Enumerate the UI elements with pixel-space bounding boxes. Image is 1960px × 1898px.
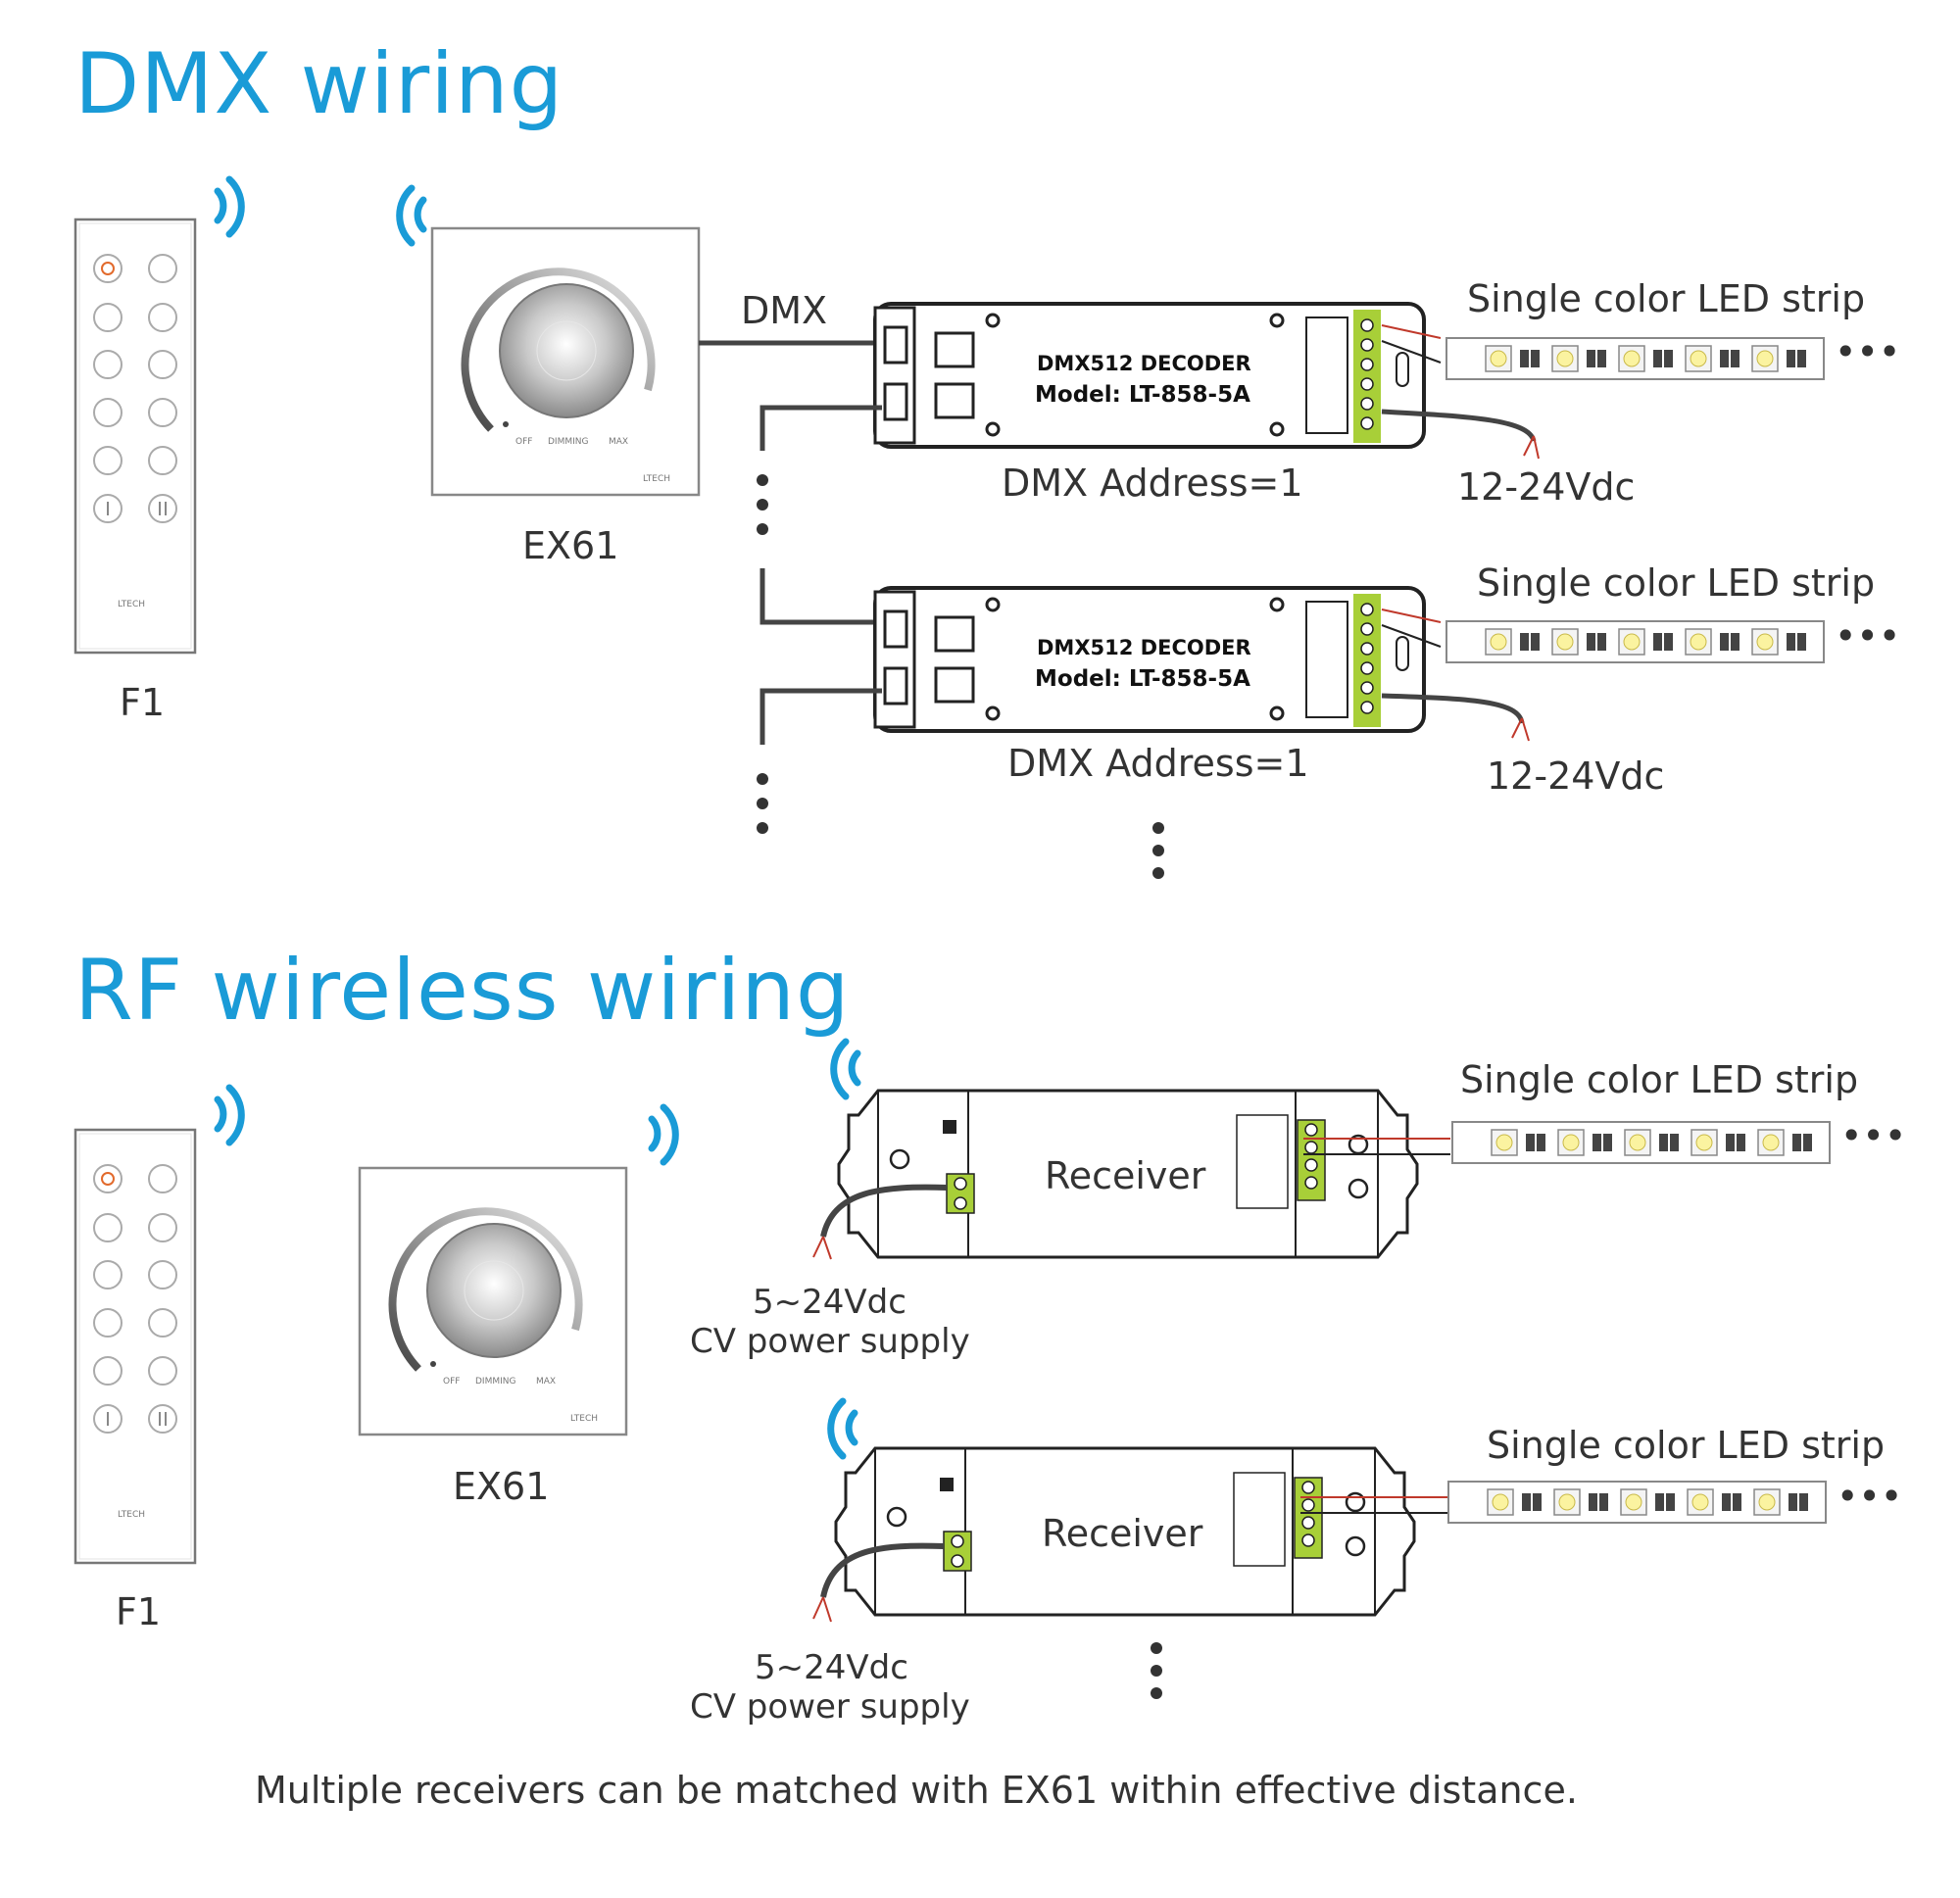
receiver-power-line1: 5~24Vdc: [753, 1283, 906, 1322]
f1-remote: LTECH: [74, 1128, 197, 1565]
dmx-cable-label: DMX: [741, 289, 827, 332]
strip-label: Single color LED strip: [1467, 277, 1865, 320]
receiver-power-line2: CV power supply: [690, 1687, 970, 1727]
decoder-address: DMX Address=1: [1002, 462, 1303, 505]
remote-brand: LTECH: [118, 600, 145, 609]
strip-label: Single color LED strip: [1460, 1058, 1858, 1101]
dmx-section-title: DMX wiring: [74, 35, 564, 133]
strip-ellipsis: •••: [1837, 1475, 1902, 1518]
panel-off: OFF: [515, 437, 532, 447]
led-strip: [1447, 1481, 1827, 1524]
decoder-title: DMX512 DECODER: [1037, 636, 1251, 659]
panel-max: MAX: [609, 437, 628, 447]
decoder-power: 12-24Vdc: [1457, 465, 1635, 509]
decoder-model: Model: LT-858-5A: [1035, 666, 1250, 692]
rf-receiver: Receiver: [834, 1446, 1416, 1617]
receiver-name: Receiver: [1042, 1512, 1203, 1555]
panel-dimming: DIMMING: [475, 1377, 516, 1387]
strip-label: Single color LED strip: [1477, 561, 1875, 605]
decoder-model: Model: LT-858-5A: [1035, 382, 1250, 408]
rf-receiver: Receiver: [837, 1089, 1419, 1259]
receiver-power-line1: 5~24Vdc: [755, 1648, 908, 1687]
rf-panel-label: EX61: [453, 1465, 549, 1508]
receiver-name: Receiver: [1045, 1154, 1206, 1197]
dmx-panel-label: EX61: [522, 524, 618, 567]
decoder-title: DMX512 DECODER: [1037, 352, 1251, 375]
remote-brand: LTECH: [118, 1510, 145, 1520]
panel-off: OFF: [443, 1377, 460, 1387]
led-strip: [1446, 620, 1825, 663]
led-strip: [1451, 1121, 1831, 1164]
strip-ellipsis: •••: [1835, 614, 1900, 657]
f1-remote: LTECH: [74, 218, 197, 655]
ex61-panel: OFF DIMMING MAX LTECH: [430, 226, 701, 497]
rf-remote-label: F1: [116, 1590, 161, 1633]
strip-ellipsis: •••: [1835, 330, 1900, 373]
strip-label: Single color LED strip: [1487, 1424, 1885, 1467]
receiver-power-line2: CV power supply: [690, 1322, 970, 1361]
rf-section-title: RF wireless wiring: [74, 942, 851, 1040]
panel-dimming: DIMMING: [548, 437, 589, 447]
ex61-panel: OFF DIMMING MAX LTECH: [358, 1166, 628, 1436]
dmx-remote-label: F1: [120, 681, 165, 724]
strip-ellipsis: •••: [1840, 1114, 1906, 1157]
decoder-address: DMX Address=1: [1007, 742, 1309, 785]
dmx-decoder: DMX512 DECODER Model: LT-858-5A: [873, 586, 1426, 733]
panel-max: MAX: [536, 1377, 556, 1387]
panel-brand: LTECH: [643, 474, 670, 484]
dmx-decoder: DMX512 DECODER Model: LT-858-5A: [873, 302, 1426, 449]
panel-brand: LTECH: [570, 1414, 598, 1424]
decoder-power: 12-24Vdc: [1487, 754, 1664, 798]
rf-footnote: Multiple receivers can be matched with E…: [255, 1769, 1578, 1812]
led-strip: [1446, 337, 1825, 380]
